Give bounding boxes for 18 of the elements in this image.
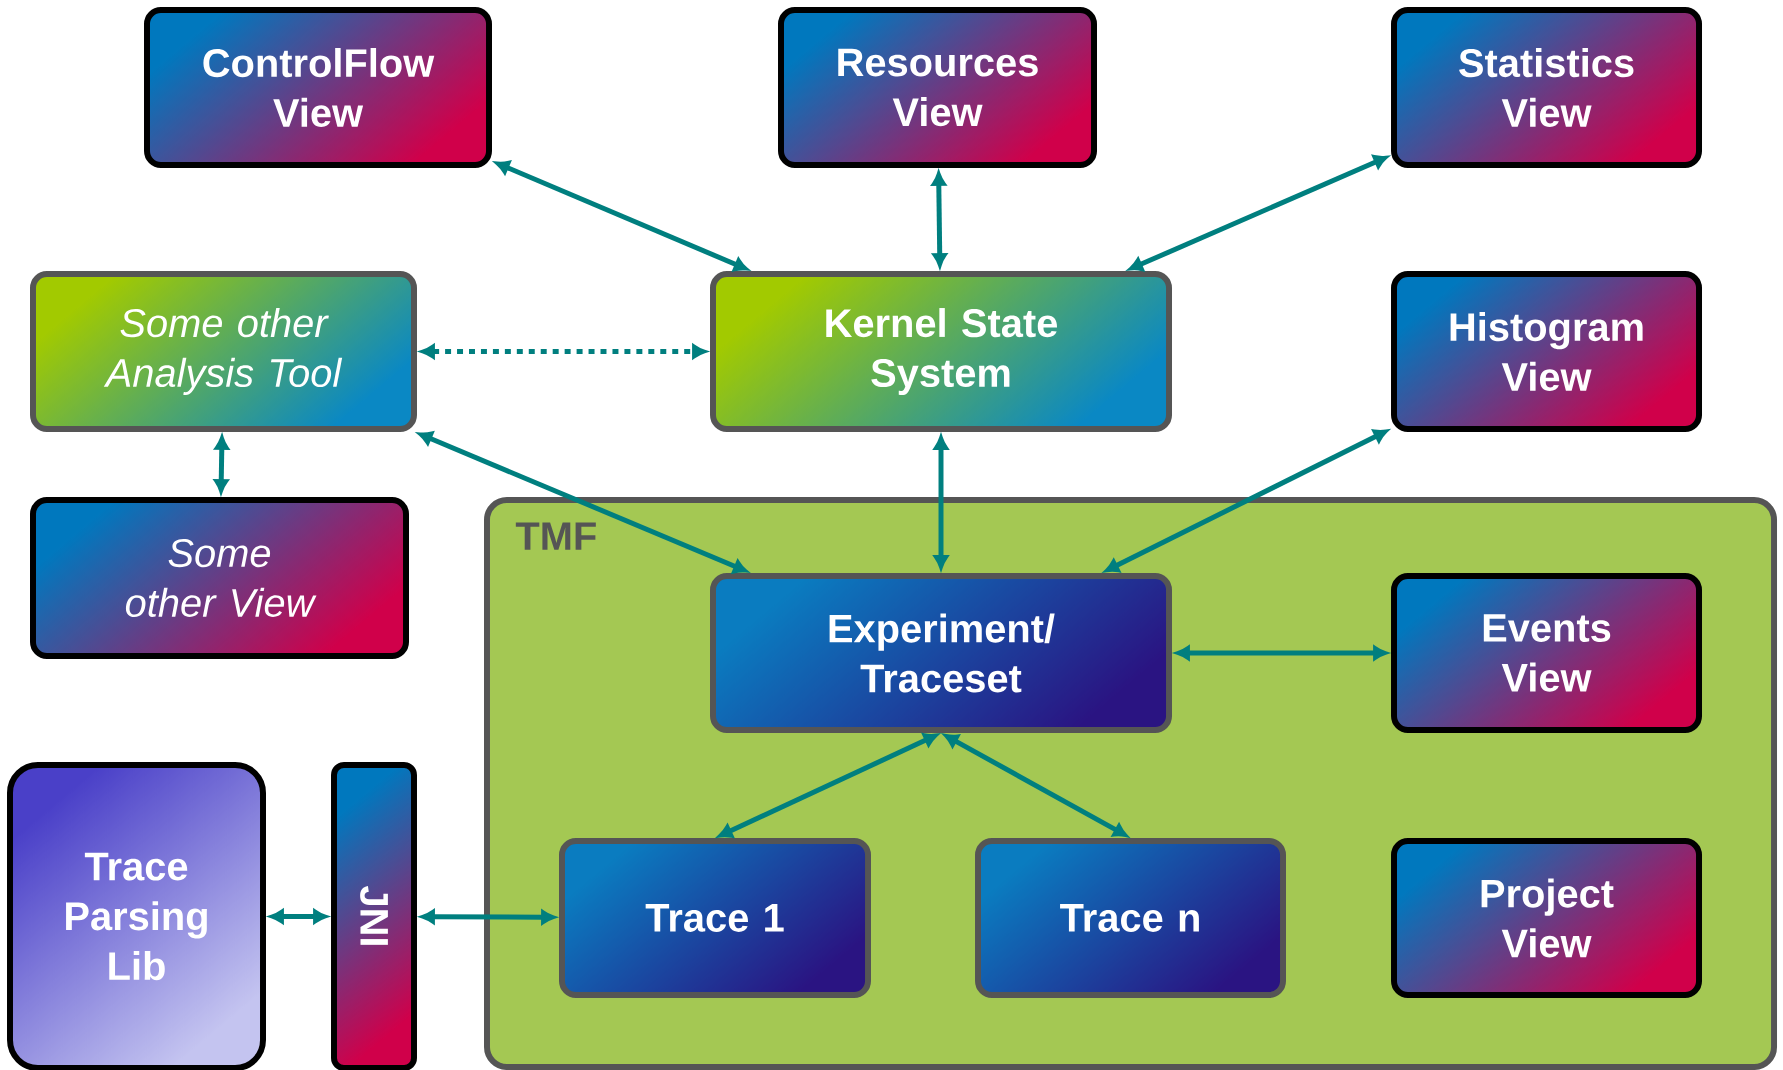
view-box: Some other View bbox=[30, 497, 409, 659]
view-box: Histogram View bbox=[1391, 271, 1702, 432]
tool-box: Some other Analysis Tool bbox=[30, 271, 417, 432]
double-arrow bbox=[214, 435, 229, 494]
double-arrow bbox=[1104, 429, 1388, 573]
component-box: Experiment/ Traceset bbox=[710, 573, 1172, 733]
trace-box: Trace n bbox=[975, 838, 1286, 998]
component-box: Kernel State System bbox=[710, 271, 1172, 432]
trace-box: Trace 1 bbox=[559, 838, 871, 998]
double-arrow bbox=[933, 435, 949, 570]
view-box: Statistics View bbox=[1391, 7, 1702, 168]
view-box: Resources View bbox=[778, 7, 1097, 168]
view-box: Events View bbox=[1391, 573, 1702, 733]
library-box: Trace Parsing Lib bbox=[7, 762, 266, 1070]
view-box: ControlFlow View bbox=[144, 7, 492, 168]
interface-bar: JNI bbox=[331, 762, 417, 1070]
double-arrow bbox=[1175, 645, 1388, 661]
view-box: Project View bbox=[1391, 838, 1702, 998]
